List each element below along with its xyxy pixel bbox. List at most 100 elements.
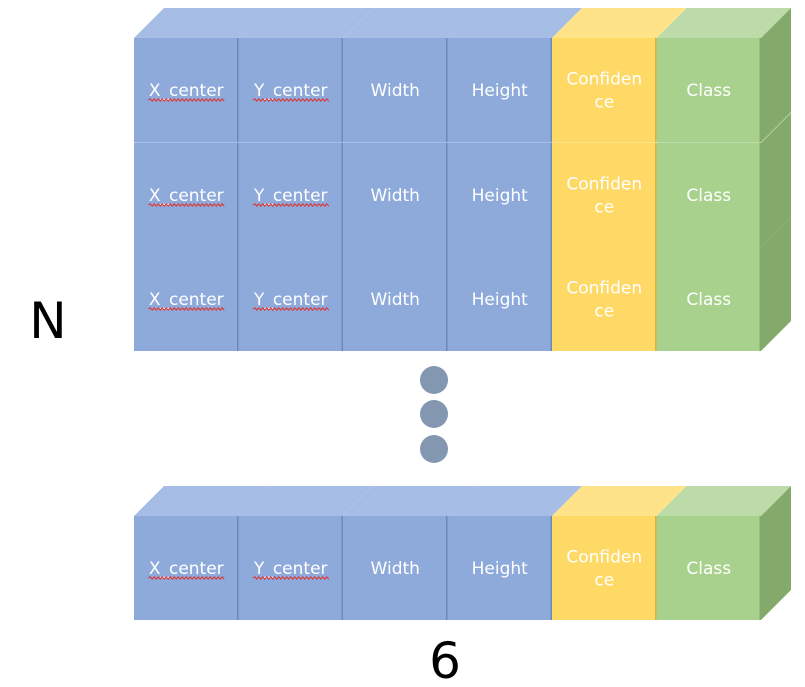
cell-divider [237, 247, 239, 351]
cell-front-face [343, 247, 446, 351]
cell-divider [655, 516, 657, 620]
cell-divider [446, 38, 448, 142]
spellcheck-underline [252, 98, 330, 102]
cell-label: Width [371, 186, 420, 206]
cell-label: X_center [149, 186, 224, 206]
cell-front-face [552, 38, 655, 142]
cell-top-face [552, 8, 687, 38]
row-axis-label: N [29, 292, 66, 350]
cell-front-face [447, 247, 551, 351]
cell-divider [655, 38, 657, 142]
cell-front-face [656, 38, 760, 142]
cell-label: ce [594, 93, 614, 113]
cell-side-face [761, 8, 791, 142]
cell-label: X_center [149, 290, 224, 310]
ellipsis-dot [420, 435, 448, 463]
cell-label: Y_center [253, 81, 328, 101]
cell-side-face [761, 113, 791, 247]
cell-label: Class [686, 186, 731, 206]
cell-front-face [343, 516, 446, 620]
cell-x-center: X_center [134, 486, 269, 620]
spellcheck-underline [147, 307, 225, 311]
cell-label: X_center [149, 81, 224, 101]
cell-top-face [343, 8, 478, 38]
cell-top-face [447, 8, 582, 38]
cell-label: Height [472, 81, 529, 101]
cell-label: Y_center [253, 559, 328, 579]
cell-label: Confiden [566, 279, 642, 299]
cell-front-face [343, 38, 446, 142]
cell-front-face [552, 247, 655, 351]
cell-top-face [447, 486, 582, 516]
cell-divider [759, 516, 761, 620]
cell-top-face [238, 486, 373, 516]
cell-label: Width [371, 290, 420, 310]
cell-front-face [447, 38, 551, 142]
cell-class: Class [656, 486, 791, 620]
cell-label: Y_center [253, 186, 328, 206]
cell-class: Class [656, 8, 791, 142]
spellcheck-underline [252, 307, 330, 311]
cell-side-face [761, 486, 791, 620]
cell-front-face [343, 143, 446, 247]
cell-side-face [761, 217, 791, 351]
cell-divider [759, 247, 761, 351]
cell-x-center: X_center [134, 8, 269, 142]
cell-top-face [134, 8, 269, 38]
cell-divider [446, 516, 448, 620]
cell-label: Class [686, 81, 731, 101]
cell-divider [341, 247, 343, 351]
cell-divider [237, 143, 239, 247]
cell-label: Confiden [566, 70, 642, 90]
cell-top-face [656, 486, 791, 516]
cell-divider [759, 38, 761, 142]
spellcheck-underline [147, 576, 225, 580]
cell-front-face [447, 143, 551, 247]
cell-top-face [552, 486, 687, 516]
tensor-row-1: X_center Y_center Width Height Confiden ce Cla… [134, 8, 791, 142]
cell-front-face [656, 143, 760, 247]
cell-divider [550, 143, 552, 247]
cell-divider [446, 143, 448, 247]
spellcheck-underline [252, 576, 330, 580]
cell-front-face [238, 143, 342, 247]
cell-top-face [656, 8, 791, 38]
cell-divider [237, 516, 239, 620]
cell-y-center: Y_center [238, 8, 373, 142]
cell-divider [550, 247, 552, 351]
cell-front-face [238, 247, 342, 351]
cell-y-center: Y_center [238, 486, 373, 620]
cell-label: ce [594, 198, 614, 218]
cell-label: Width [371, 559, 420, 579]
cell-label: ce [594, 302, 614, 322]
tensor-row-last: X_center Y_center Width Height ConfidenceCla… [134, 486, 791, 620]
cell-label: Confiden [566, 175, 642, 195]
cell-front-face [552, 516, 655, 620]
cell-label: Class [686, 290, 731, 310]
ellipsis-dot [420, 366, 448, 394]
cell-label: Height [472, 290, 529, 310]
ellipsis-dots [420, 366, 448, 463]
cell-label: Y_center [253, 290, 328, 310]
cell-width: Width [343, 486, 478, 620]
spellcheck-underline [252, 203, 330, 207]
cell-divider [237, 38, 239, 142]
cell-front-face [238, 38, 342, 142]
cell-front-face [134, 38, 237, 142]
cell-height: Height [447, 486, 582, 620]
cell-label: Width [371, 81, 420, 101]
cell-label: X_center [149, 559, 224, 579]
cell-front-face [134, 143, 237, 247]
cell-top-face [134, 486, 269, 516]
cell-label: Height [472, 559, 529, 579]
cell-divider [446, 247, 448, 351]
cell-label: Height [472, 186, 529, 206]
cell-label: ce [594, 571, 614, 591]
cell-height: Height [447, 8, 582, 142]
cell-confidence: Confiden ce [552, 8, 687, 142]
cell-label: Class [686, 559, 731, 579]
cell-front-face [134, 247, 237, 351]
cell-top-face [238, 8, 373, 38]
cell-front-face [552, 143, 655, 247]
